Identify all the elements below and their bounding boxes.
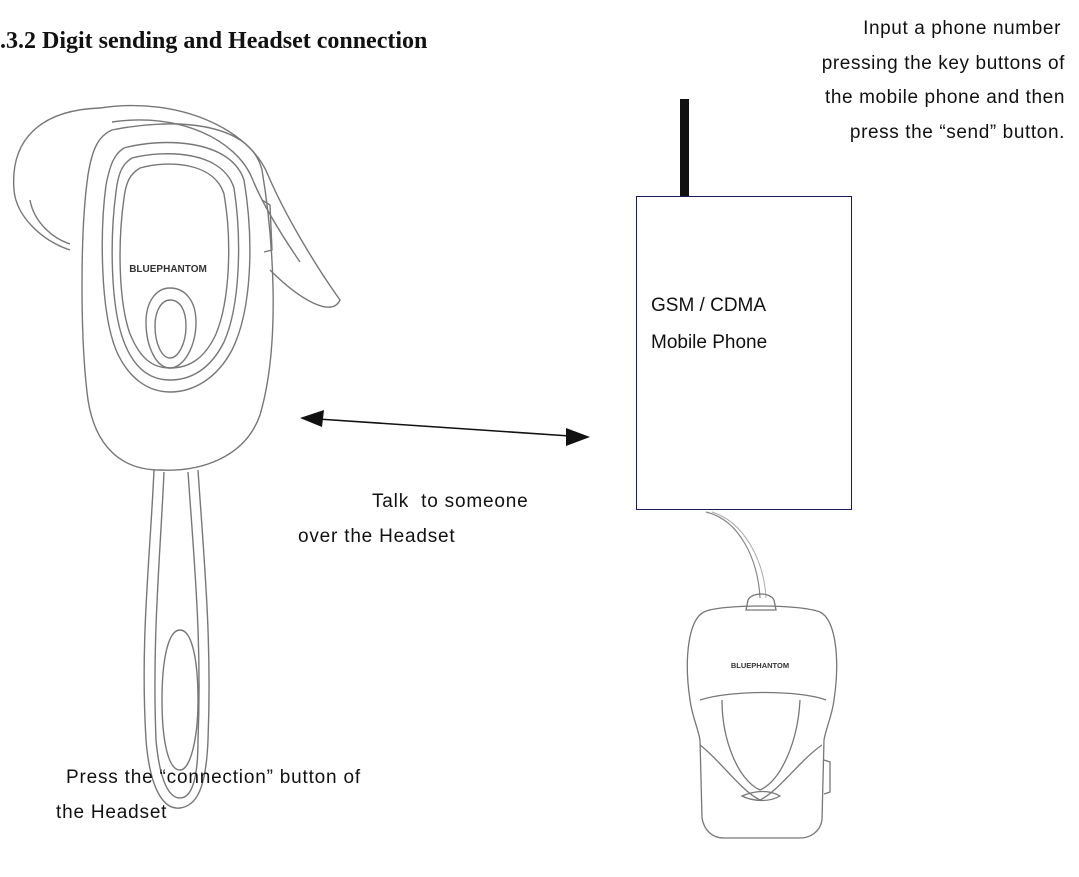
send-instruction-line: the mobile phone and then (824, 87, 1065, 108)
phone-label-line: Mobile Phone (651, 332, 768, 353)
double-arrow-icon (300, 410, 590, 446)
headset-brand: BLUEPHANTOM (129, 264, 207, 275)
adapter-brand: BLUEPHANTOM (731, 661, 789, 670)
send-instruction-line: press the “send” button. (849, 121, 1065, 143)
phone-label: GSM / CDMA Mobile Phone (651, 287, 767, 361)
mobile-phone-box: GSM / CDMA Mobile Phone (636, 196, 852, 510)
phone-label-line: GSM / CDMA (651, 295, 767, 316)
press-caption-line: Press the “connection” button of (66, 767, 361, 788)
adapter-icon (686, 593, 838, 839)
page-title: .3.2 Digit sending and Headset connectio… (0, 28, 428, 54)
press-caption-line: the Headset (56, 802, 168, 823)
headset-icon (12, 104, 341, 809)
press-caption: Press the “connection” button of the Hea… (56, 760, 361, 830)
send-instruction-line: pressing the key buttons of (821, 52, 1065, 74)
talk-caption-line: over the Headset (298, 526, 456, 547)
antenna-icon (680, 99, 689, 196)
cable-line (705, 511, 761, 599)
talk-caption-line: Talk to someone (372, 491, 529, 512)
send-instruction-line: Input a phone number (863, 18, 1061, 39)
send-instruction: Input a phone number pressing the key bu… (822, 12, 1065, 150)
talk-caption: Talk to someone over the Headset (298, 484, 528, 554)
